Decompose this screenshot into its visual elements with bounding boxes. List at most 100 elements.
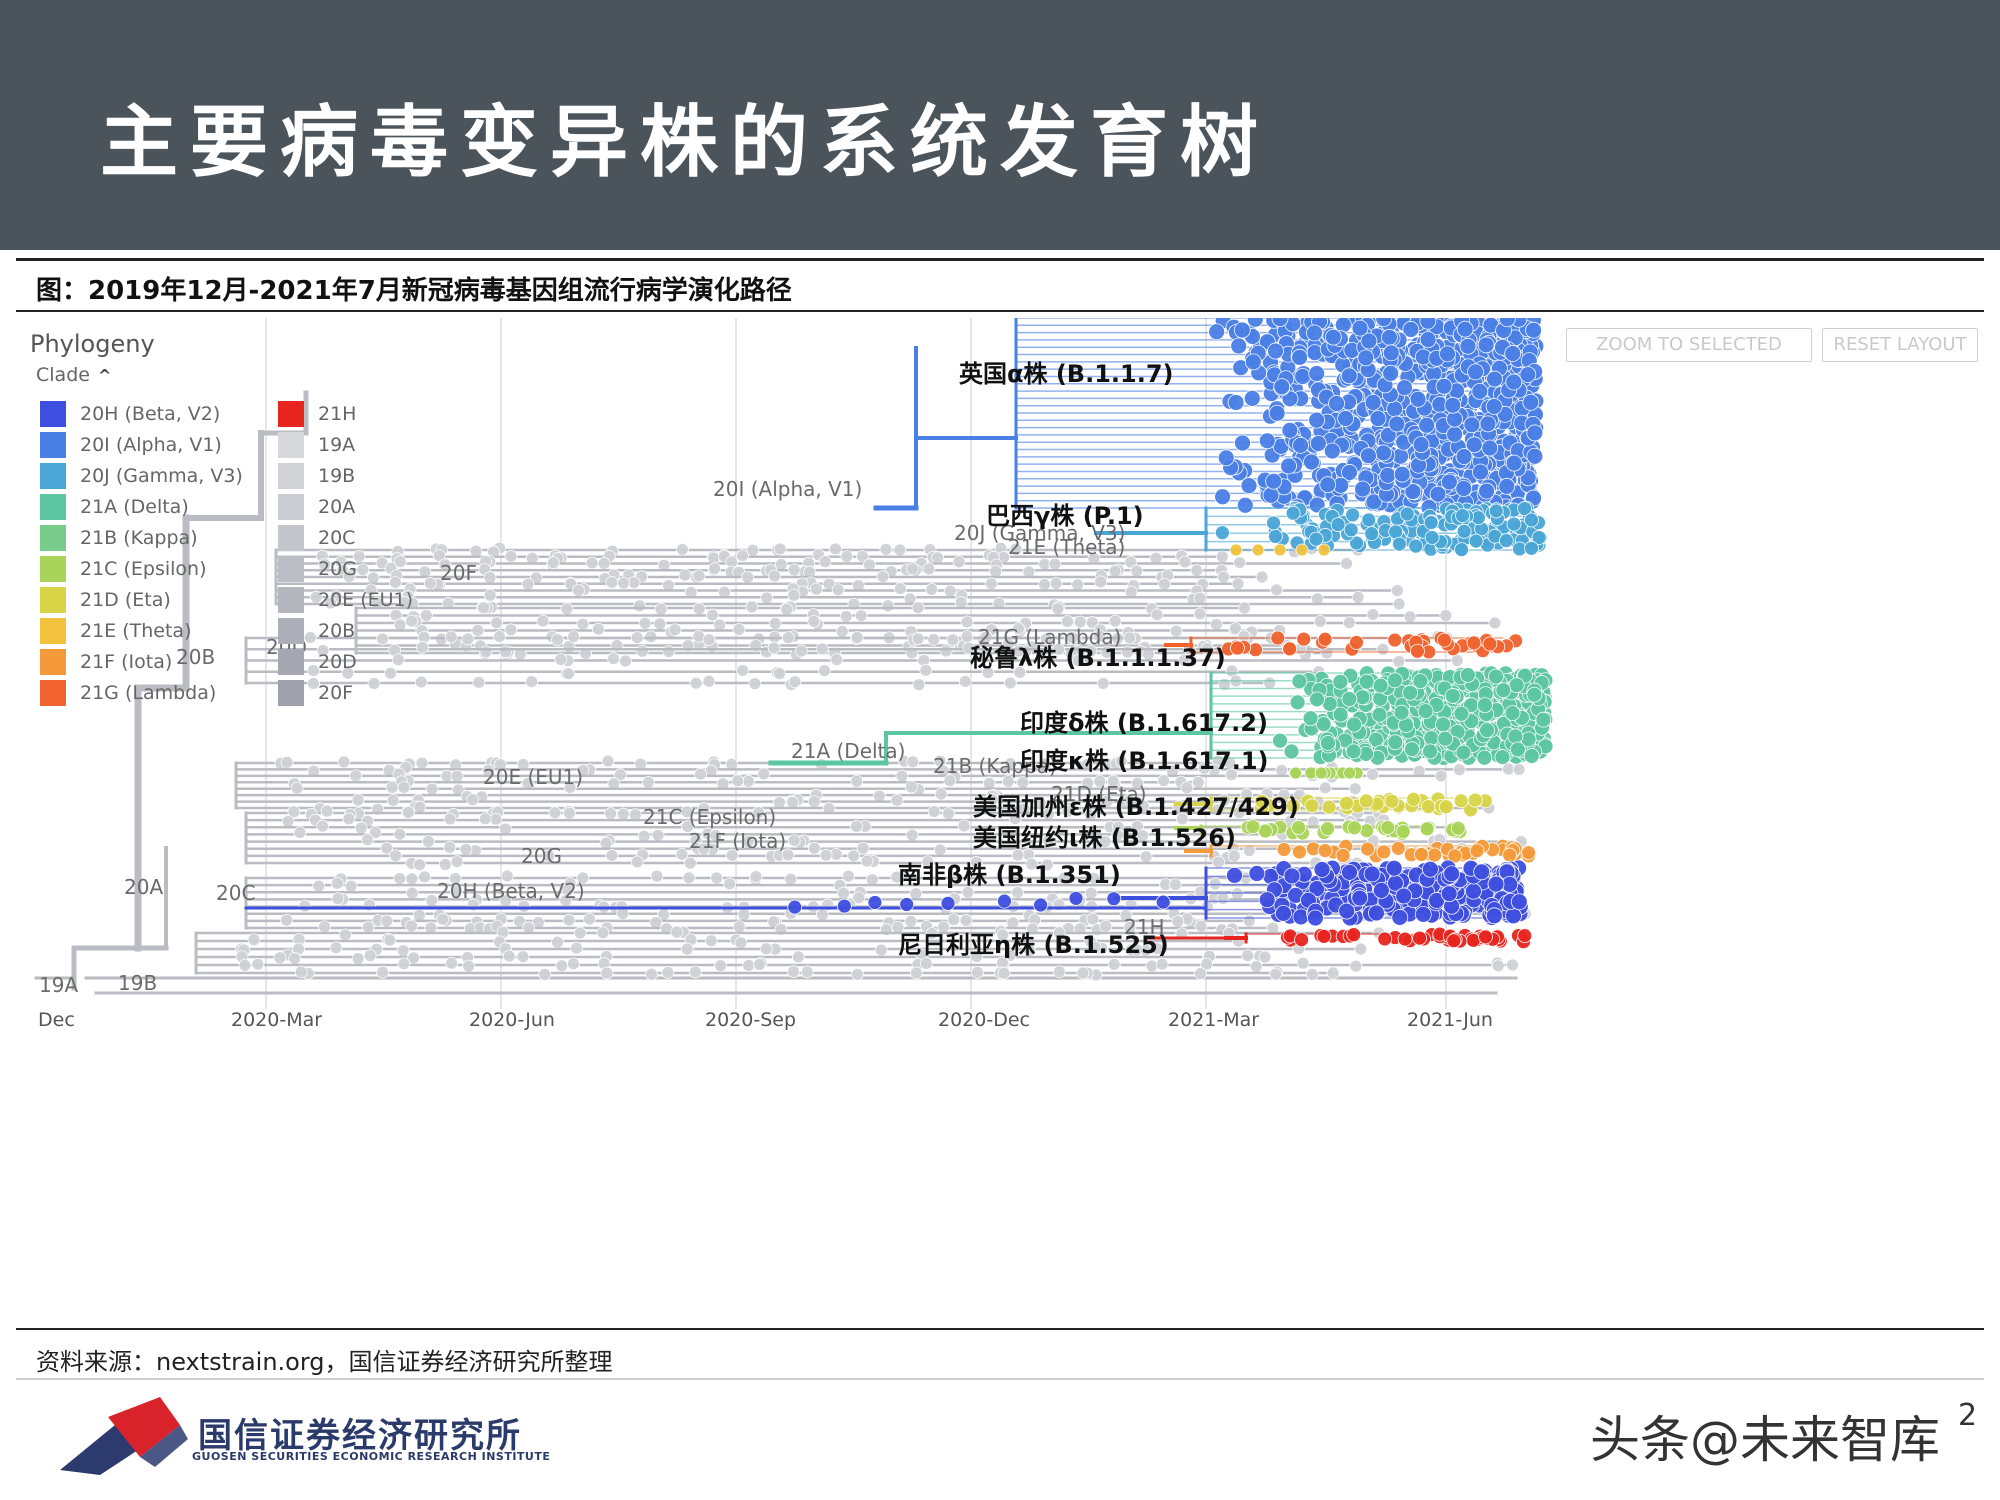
tip-node	[1343, 766, 1357, 780]
legend-item[interactable]: 19A	[278, 429, 413, 460]
tip-node	[1354, 942, 1368, 956]
tip-node	[516, 950, 530, 964]
legend-item[interactable]: 21D (Eta)	[40, 584, 243, 615]
legend-item[interactable]: 21E (Theta)	[40, 615, 243, 646]
tip-node	[414, 675, 428, 689]
variant-annotation: 巴西γ株 (P.1)	[986, 502, 1144, 530]
legend-item[interactable]: 20B	[278, 615, 413, 646]
tip-node	[759, 942, 773, 956]
tip-node	[1455, 448, 1473, 465]
tip-node	[997, 966, 1011, 980]
tip-node	[1085, 616, 1099, 629]
legend-item[interactable]: 20I (Alpha, V1)	[40, 429, 243, 460]
tip-node	[1359, 823, 1375, 839]
legend-item[interactable]: 21G (Lambda)	[40, 677, 243, 708]
tip-node	[1258, 823, 1273, 839]
tip-node	[1291, 348, 1309, 366]
tip-node	[697, 802, 711, 815]
tip-node	[1399, 506, 1415, 522]
legend-label: 20A	[318, 495, 356, 518]
tip-node	[737, 908, 751, 922]
phylogeny-tree[interactable]: 20I (Alpha, V1)20J (Gamma, V3) 21E (Theta…	[16, 318, 1984, 1328]
tip-node	[1345, 743, 1362, 760]
axis-tick-label: 2021-Jun	[1407, 1009, 1493, 1031]
tip-node	[1481, 439, 1499, 457]
tip-node	[369, 826, 382, 839]
legend-item[interactable]: 21A (Delta)	[40, 491, 243, 522]
tip-node	[356, 563, 370, 577]
tip-node	[1108, 564, 1122, 578]
legend-item[interactable]: 20A	[278, 491, 413, 522]
tip-node	[306, 664, 320, 678]
legend-item[interactable]: 20F	[278, 677, 413, 708]
tip-node	[570, 941, 583, 955]
tip-node	[444, 630, 458, 644]
caption-divider-top	[16, 258, 1984, 261]
tip-node	[1169, 624, 1183, 638]
tip-node	[1280, 457, 1297, 475]
legend-swatch	[278, 586, 304, 613]
tip-node	[1523, 748, 1540, 764]
tip-node	[725, 848, 739, 862]
tip-node	[784, 872, 798, 886]
reset-layout-button[interactable]: RESET LAYOUT	[1822, 328, 1978, 362]
tip-node	[1395, 887, 1413, 905]
legend-item[interactable]: 21B (Kappa)	[40, 522, 243, 553]
tip-node	[573, 926, 587, 940]
chevron-up-icon[interactable]: ^	[97, 366, 112, 385]
legend-swatch	[40, 679, 66, 706]
tip-node	[1012, 622, 1025, 635]
tip-node	[1509, 741, 1526, 758]
legend-item[interactable]: 21F (Iota)	[40, 646, 243, 677]
tip-node	[1381, 328, 1398, 346]
tip-node	[1003, 949, 1017, 962]
legend-item[interactable]: 20G	[278, 553, 413, 584]
tip-node	[619, 654, 632, 668]
legend-item[interactable]: 19B	[278, 460, 413, 491]
tip-node	[840, 550, 854, 563]
tip-node	[1346, 927, 1362, 943]
tip-node	[1477, 697, 1493, 714]
tip-node	[1455, 508, 1470, 523]
legend-item[interactable]: 20E (EU1)	[278, 584, 413, 615]
legend-item[interactable]: 20D	[278, 646, 413, 677]
legend-item[interactable]: 21C (Epsilon)	[40, 553, 243, 584]
legend-item[interactable]: 21H	[278, 398, 413, 429]
tip-node	[546, 556, 560, 570]
tip-node	[1512, 763, 1526, 776]
legend-item[interactable]: 20H (Beta, V2)	[40, 398, 243, 429]
tip-node	[316, 819, 330, 833]
tip-node	[1040, 858, 1054, 872]
tip-node	[1130, 564, 1144, 578]
tip-node	[405, 614, 418, 628]
legend-item[interactable]: 20C	[278, 522, 413, 553]
tip-node	[1466, 635, 1482, 651]
legend-swatch	[40, 617, 66, 644]
tip-node	[1471, 382, 1489, 400]
tip-node	[1521, 845, 1537, 861]
tip-node	[788, 675, 802, 689]
legend-label: 21G (Lambda)	[80, 681, 217, 704]
tip-node	[1316, 928, 1332, 944]
tip-node	[1346, 716, 1362, 733]
axis-tick-label: 2020-Sep	[705, 1009, 796, 1031]
tip-node	[1495, 682, 1512, 699]
tip-node	[1266, 515, 1281, 531]
tip-node	[605, 849, 619, 862]
tip-node	[1218, 793, 1231, 807]
tip-node	[449, 884, 463, 898]
zoom-to-selected-button[interactable]: ZOOM TO SELECTED	[1566, 328, 1812, 362]
clade-toggle[interactable]: Clade^	[36, 364, 111, 386]
tip-node	[1061, 804, 1075, 818]
tip-node	[1320, 735, 1336, 751]
tip-node	[380, 914, 394, 928]
tip-node	[1269, 967, 1283, 981]
tip-node	[1309, 435, 1327, 452]
header-banner: 主要病毒变异株的系统发育树	[0, 0, 2000, 250]
legend-item[interactable]: 20J (Gamma, V3)	[40, 460, 243, 491]
tip-node	[680, 805, 694, 819]
tip-node	[1042, 834, 1056, 847]
tip-node	[925, 582, 939, 596]
tip-node	[1491, 959, 1505, 973]
tip-node	[1498, 477, 1516, 495]
